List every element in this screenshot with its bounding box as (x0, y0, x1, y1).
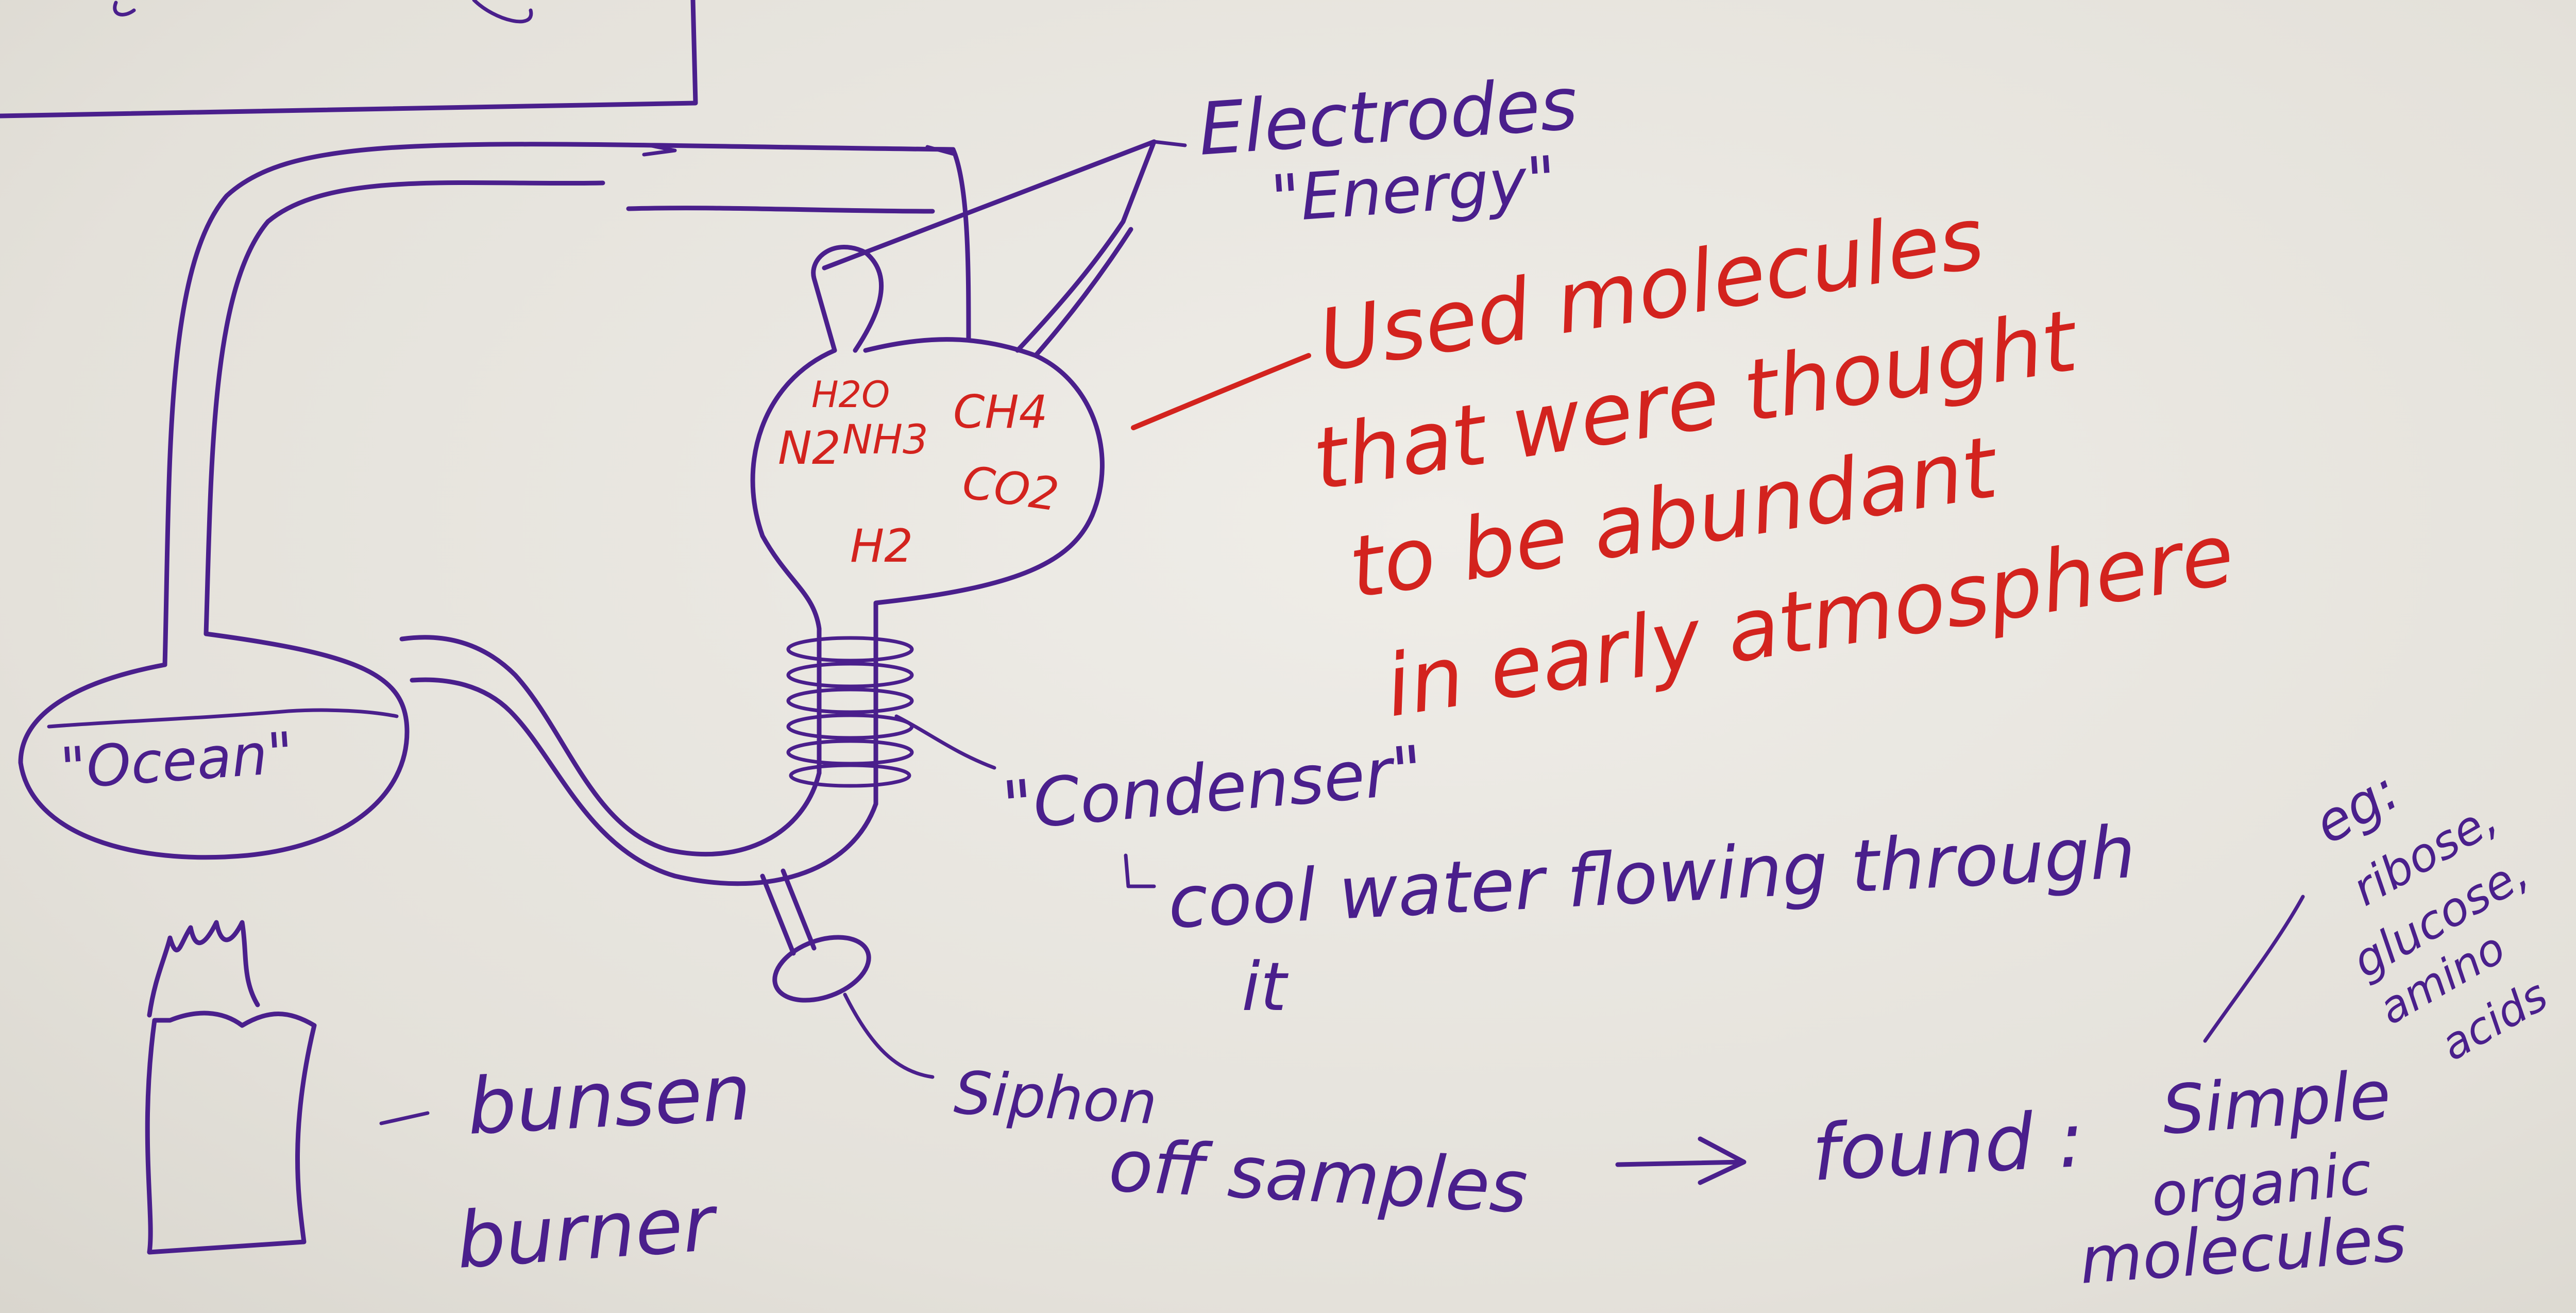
condenser-label: "Condenser" (999, 731, 1426, 846)
found-label: found : (1810, 1095, 2087, 1199)
result-line-3: molecules (2077, 1201, 2409, 1299)
bunsen-label-line-2: burner (453, 1179, 721, 1286)
bunsen-label-line-1: bunsen (465, 1048, 753, 1152)
gas-note-leader (1133, 356, 1309, 428)
condenser-note-line-1: cool water flowing through (1166, 811, 2138, 945)
electrode-leader (1154, 142, 1185, 145)
condenser-coil (788, 638, 912, 786)
siphon-leader (845, 995, 933, 1077)
condenser-note-line-2: it (1242, 948, 1289, 1026)
bunsen-leader (381, 1113, 428, 1123)
siphon-label-line-2: off samples (1107, 1124, 1530, 1230)
condenser-note-hook (1126, 855, 1154, 886)
gas-nh3: NH3 (842, 417, 928, 463)
gas-n2: N2 (778, 422, 841, 475)
gas-co2: CO2 (959, 456, 1062, 521)
condenser-leader (896, 716, 994, 768)
top-box-scribble (115, 0, 531, 22)
bunsen-burner-body (147, 1013, 314, 1252)
electrode-left (814, 142, 1154, 350)
electrode-right (1018, 142, 1154, 356)
gas-h2o: H2O (811, 374, 890, 416)
result-arrow (1618, 1139, 1744, 1183)
gas-h2: H2 (850, 519, 913, 573)
result-line-1: Simple (2160, 1055, 2393, 1150)
examples-leader (2205, 897, 2303, 1041)
ocean-label: "Ocean" (58, 720, 296, 802)
top-box-outline (0, 0, 696, 116)
lower-tube-outer (402, 637, 819, 854)
siphon-valve (766, 925, 877, 1012)
bunsen-flame (149, 922, 258, 1015)
gas-ch4: CH4 (953, 385, 1048, 439)
